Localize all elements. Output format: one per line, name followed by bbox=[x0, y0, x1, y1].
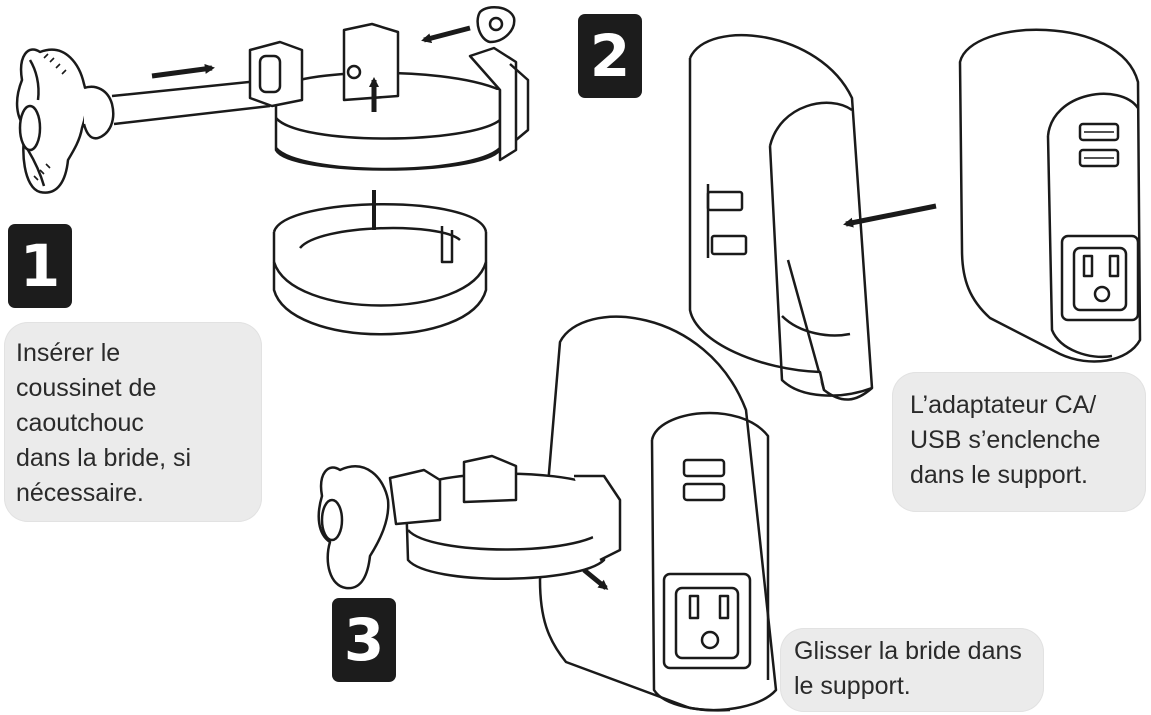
step-3-number: 3 bbox=[343, 606, 385, 674]
clamp-bracket-icon bbox=[388, 454, 622, 580]
step-2-badge: 2 bbox=[578, 14, 642, 98]
arrow-icon bbox=[151, 63, 215, 79]
step1-clamp-illustration bbox=[15, 5, 530, 336]
step-3-caption-box: Glisser la bride dans le support. bbox=[780, 628, 1044, 712]
holder-sleeve-icon bbox=[688, 33, 874, 401]
step-2-caption: L’adaptateur CA/ USB s’enclenche dans le… bbox=[910, 391, 1101, 489]
step-2-number: 2 bbox=[589, 22, 631, 90]
step-3-caption: Glisser la bride dans le support. bbox=[794, 637, 1022, 700]
step-1-number: 1 bbox=[19, 232, 61, 300]
usb-adapter-icon bbox=[958, 28, 1142, 363]
step3-combined-illustration bbox=[317, 315, 778, 712]
step-1-badge: 1 bbox=[8, 224, 72, 308]
outlet-icon bbox=[662, 572, 752, 670]
step-3-badge: 3 bbox=[332, 598, 396, 682]
clamp-knob-icon bbox=[317, 465, 390, 590]
step2-adapter-illustration bbox=[688, 28, 1142, 401]
rubber-pad-icon bbox=[272, 203, 488, 336]
arrow-icon bbox=[582, 568, 609, 590]
step-1-caption-box: Insérer le coussinet de caoutchouc dans … bbox=[4, 322, 262, 522]
step-1-caption: Insérer le coussinet de caoutchouc dans … bbox=[16, 339, 192, 507]
arrow-icon bbox=[421, 25, 471, 44]
clamp-knob-icon bbox=[15, 48, 115, 194]
arrow-icon bbox=[843, 203, 937, 228]
step-2-caption-box: L’adaptateur CA/ USB s’enclenche dans le… bbox=[892, 372, 1146, 512]
clamp-bracket-icon bbox=[248, 5, 530, 171]
outlet-icon bbox=[1060, 234, 1140, 322]
clamp-rod bbox=[111, 78, 271, 126]
